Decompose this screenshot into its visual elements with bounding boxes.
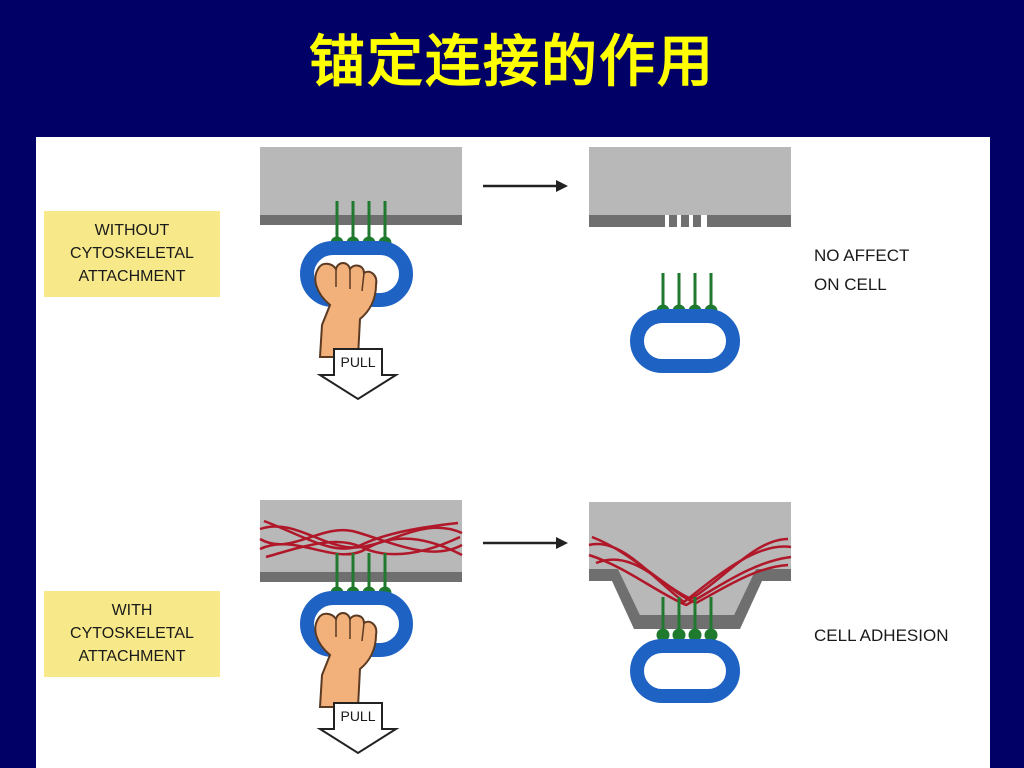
label-with-line-3: ATTACHMENT: [79, 648, 186, 665]
result-without-line-1: NO AFFECT: [814, 246, 909, 265]
arrow-right-icon: [483, 180, 568, 192]
anchoring-junction-diagram: WITHOUT CYTOSKELETAL ATTACHMENT PULL: [44, 147, 948, 755]
label-without-line-3: ATTACHMENT: [79, 268, 186, 285]
label-box-without: [44, 211, 220, 297]
cell-block-with-before: [260, 500, 462, 582]
pull-label-without: PULL: [340, 354, 375, 370]
diagram-panel: WITHOUT CYTOSKELETAL ATTACHMENT PULL: [36, 137, 990, 768]
cell-block-without-before: [260, 147, 462, 225]
arrow-right-icon: [483, 537, 568, 549]
ring-with-after: [630, 639, 740, 703]
cell-block-without-after: [589, 147, 791, 227]
label-with-line-2: CYTOSKELETAL: [70, 625, 194, 642]
slide-title: 锚定连接的作用: [309, 29, 715, 95]
label-without-line-2: CYTOSKELETAL: [70, 245, 194, 262]
label-without-line-1: WITHOUT: [95, 222, 170, 239]
adhesion-proteins-with-before: [330, 553, 392, 600]
ring-without-after: [630, 309, 740, 373]
cell-block-with-after: [589, 502, 791, 629]
hand-icon: [314, 262, 378, 358]
label-box-with: [44, 591, 220, 677]
result-without-line-2: ON CELL: [814, 275, 887, 294]
result-with-line-1: CELL ADHESION: [814, 626, 948, 645]
label-with-line-1: WITH: [112, 602, 153, 619]
pull-label-with: PULL: [340, 708, 375, 724]
pull-arrow-icon: PULL: [316, 702, 400, 755]
pull-arrow-icon: PULL: [316, 348, 400, 401]
actin-filaments-with-before: [259, 519, 463, 559]
hand-icon: [314, 612, 378, 708]
